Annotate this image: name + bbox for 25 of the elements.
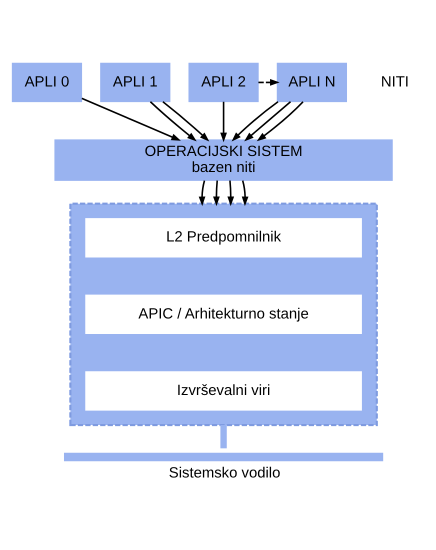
node-box: L2 Predpomnilnik: [85, 218, 362, 258]
cluster: [69, 202, 378, 426]
node-bar: [64, 452, 384, 462]
node-box: APLI N: [276, 62, 348, 102]
arrow: [162, 101, 210, 142]
arrow: [258, 79, 280, 86]
node-box: APLI 2: [188, 62, 259, 102]
arrow: [256, 101, 304, 142]
arrow: [242, 180, 248, 206]
arrow: [232, 101, 278, 142]
node-label: Sistemsko vodilo: [168, 465, 280, 482]
label: NITI: [380, 74, 409, 90]
arrow: [198, 180, 206, 206]
node-box: APLI 1: [100, 62, 170, 102]
node-box: Izvrševalni viri: [85, 371, 362, 411]
arrow: [227, 180, 234, 206]
arrow: [150, 101, 197, 142]
arrow: [213, 180, 220, 206]
node-box: OPERACIJSKI SISTEM bazen niti: [54, 139, 393, 181]
arrow: [82, 98, 181, 141]
node-box: APIC / Arhitekturno stanje: [85, 294, 362, 334]
connector: [220, 425, 227, 448]
node-box: APLI 0: [12, 62, 82, 102]
arrow: [220, 102, 227, 142]
arrow: [244, 101, 292, 142]
